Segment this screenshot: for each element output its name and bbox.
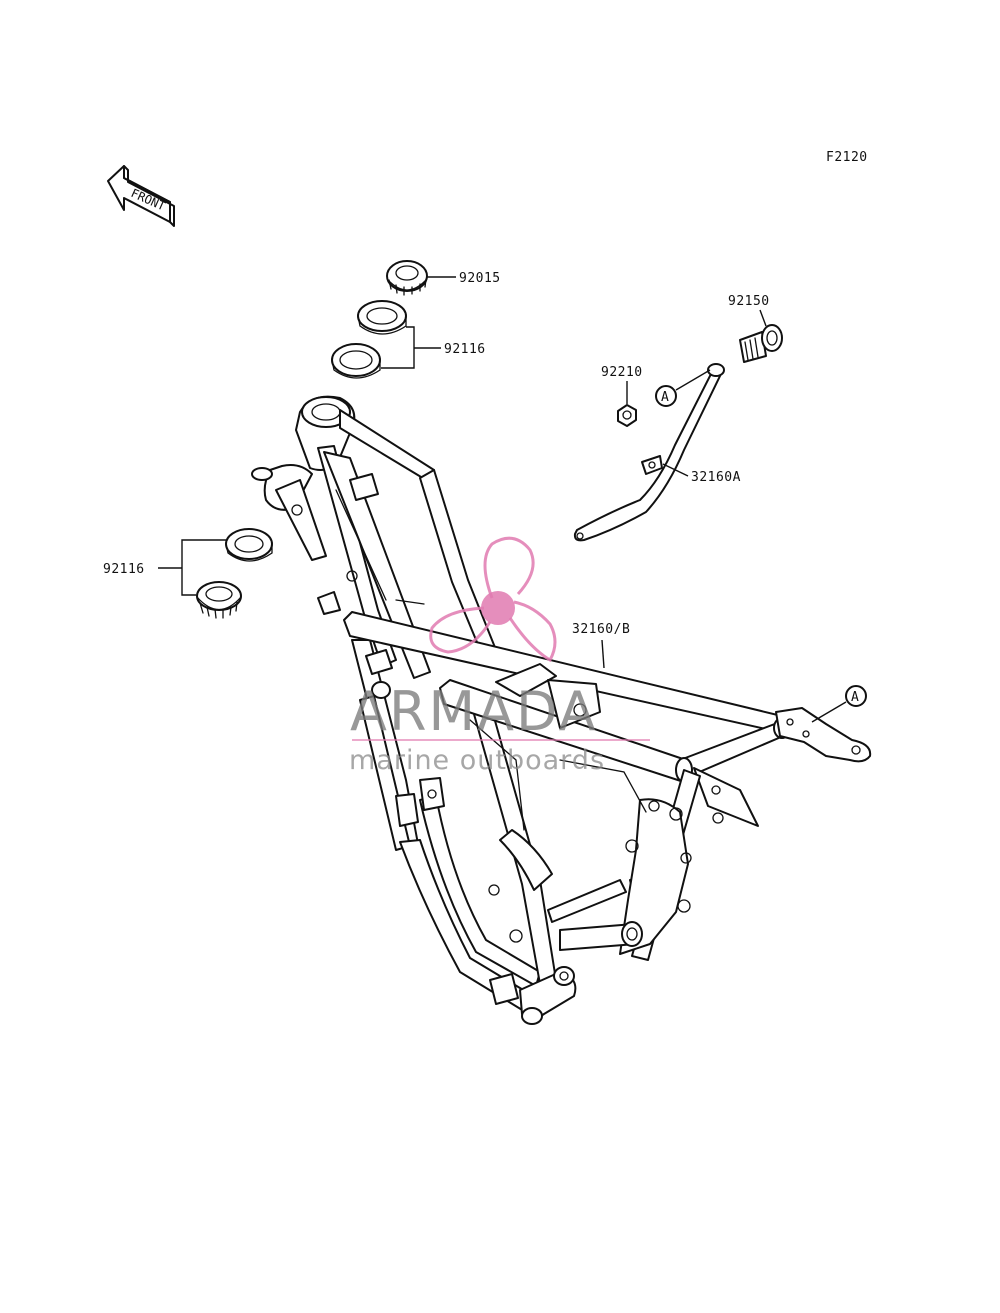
ref-circle-a-upper	[655, 385, 677, 407]
callout-32160A: 32160A	[691, 470, 741, 485]
subframe-stay-32160A	[573, 363, 725, 542]
steering-bearing-race-left	[225, 528, 273, 562]
ref-a-upper-label: A	[661, 390, 669, 405]
ref-a-lower-label: A	[851, 690, 859, 705]
ref-circle-a-lower	[845, 685, 867, 707]
steering-bearing-race-lower	[331, 343, 381, 379]
watermark-tagline: marine outboards	[349, 745, 605, 776]
callout-92116-left: 92116	[103, 562, 145, 577]
callout-92015: 92015	[459, 271, 501, 286]
front-direction-arrow: FRONT	[107, 165, 175, 227]
leader-92116-top	[381, 326, 415, 369]
callout-92116-top: 92116	[444, 342, 486, 357]
callout-92210: 92210	[601, 365, 643, 380]
watermark-brand: ARMADA	[350, 680, 598, 743]
propeller-logo-icon	[429, 536, 557, 663]
nut-92210	[617, 404, 637, 427]
armada-watermark: ARMADA marine outboards	[349, 536, 650, 776]
steering-stem-nut-92015	[386, 260, 428, 296]
figure-code: F2120	[826, 150, 868, 165]
callout-92150: 92150	[728, 294, 770, 309]
steering-bearing-roller-left	[196, 581, 242, 619]
propeller-hub-icon	[481, 591, 515, 625]
callout-32160B: 32160/B	[572, 622, 630, 637]
bolt-92150	[739, 324, 783, 363]
steering-bearing-race-upper	[357, 300, 407, 335]
motorcycle-main-frame	[251, 395, 872, 1025]
